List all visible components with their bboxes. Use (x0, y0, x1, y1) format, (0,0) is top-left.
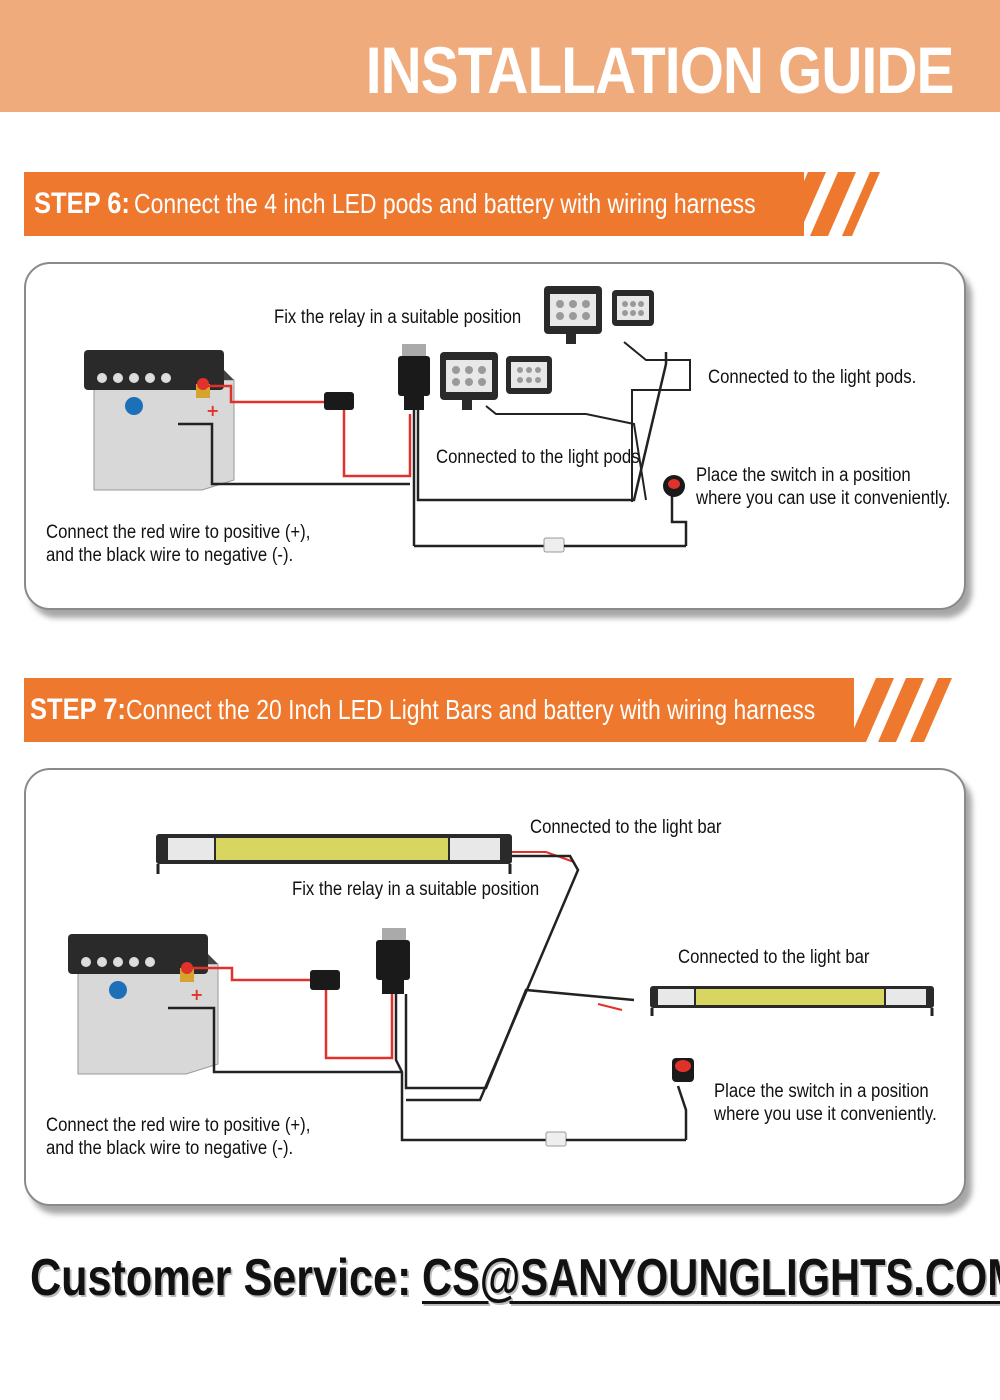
fuse-holder-icon (324, 392, 354, 410)
relay-icon (376, 928, 410, 994)
step7-battery-note-1: Connect the red wire to positive (+), (46, 1115, 311, 1136)
step6-switch-note-1: Place the switch in a position (696, 465, 911, 486)
light-bar-icon (650, 986, 934, 1016)
step6-wiring-diagram: + (84, 286, 691, 553)
page-title: INSTALLATION GUIDE (366, 33, 955, 107)
led-pod-icon (440, 352, 498, 410)
step7-panel: + Connected to the ligh (24, 768, 966, 1206)
step6-banner: STEP 6: Connect the 4 inch LED pods and … (24, 172, 804, 236)
relay-icon (398, 344, 430, 410)
step6-label: STEP 6: (34, 187, 130, 220)
step6-panel: + (24, 262, 966, 610)
step7-banner: STEP 7: Connect the 20 Inch LED Light Ba… (24, 678, 854, 742)
header-banner: INSTALLATION GUIDE (0, 0, 1000, 112)
fuse-holder-icon (310, 970, 340, 990)
led-pod-icon (506, 356, 552, 394)
step6-stripes (780, 172, 880, 236)
rocker-switch-icon (663, 475, 685, 497)
led-pod-icon (544, 286, 602, 344)
step7-wiring-diagram: + (68, 834, 934, 1147)
step6-title: Connect the 4 inch LED pods and battery … (134, 188, 756, 219)
step6-switch-note-2: where you can use it conveniently. (696, 488, 951, 509)
step6-pods-mid-note: Connected to the light pods (436, 447, 640, 468)
step7-stripes (848, 678, 952, 742)
step7-label: STEP 7: (30, 693, 126, 726)
step7-bar-top-note: Connected to the light bar (530, 817, 722, 838)
led-pod-icon (612, 290, 654, 326)
step6-pods-right-note: Connected to the light pods. (708, 367, 917, 388)
step7-switch-note-1: Place the switch in a position (714, 1081, 929, 1102)
step7-switch-note-2: where you use it conveniently. (714, 1104, 937, 1125)
customer-service-label: Customer Service: (30, 1249, 412, 1307)
step6-battery-note-1: Connect the red wire to positive (+), (46, 522, 311, 543)
svg-text:+: + (190, 985, 203, 1004)
svg-text:+: + (206, 401, 219, 420)
light-bar-icon (156, 834, 512, 874)
customer-service-email[interactable]: CS@SANYOUNGLIGHTS.COM (422, 1249, 1000, 1307)
step7-title: Connect the 20 Inch LED Light Bars and b… (126, 694, 816, 725)
step7-bar-right-note: Connected to the light bar (678, 947, 870, 968)
step6-relay-note: Fix the relay in a suitable position (274, 307, 522, 328)
battery-icon: + (68, 934, 219, 1075)
step6-battery-note-2: and the black wire to negative (-). (46, 545, 294, 566)
step7-battery-note-2: and the black wire to negative (-). (46, 1138, 294, 1159)
step7-relay-note: Fix the relay in a suitable position (292, 879, 540, 900)
rocker-switch-icon (672, 1058, 694, 1082)
